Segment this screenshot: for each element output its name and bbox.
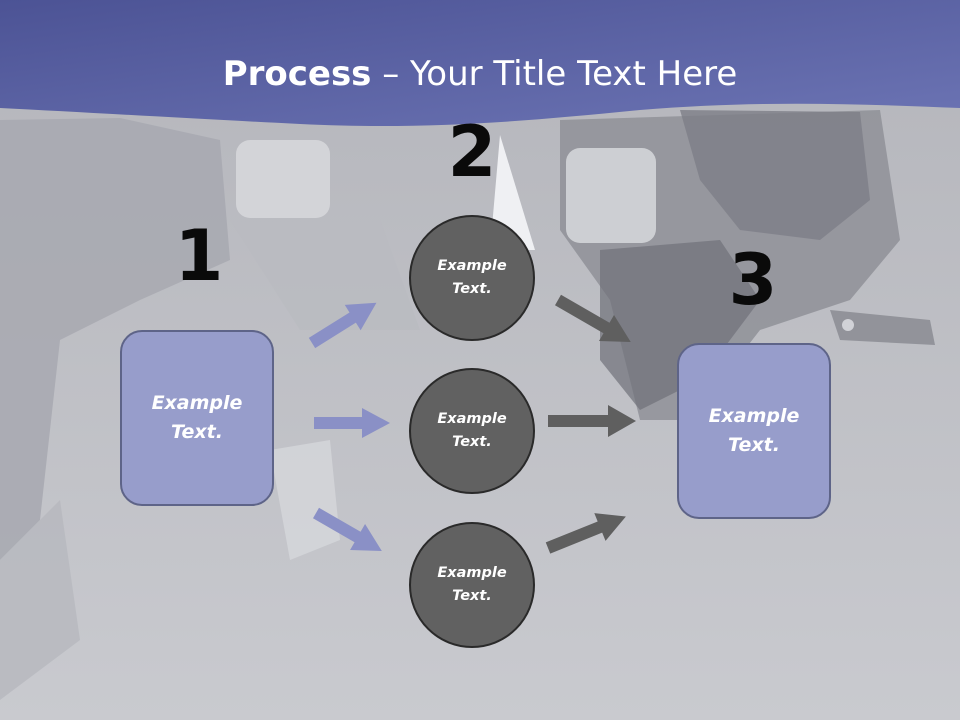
circle-top-label: Example Text.: [437, 258, 507, 297]
step-box-1-label: Example Text.: [151, 392, 243, 443]
title-rest-text: – Your Title Text Here: [371, 54, 738, 94]
circle-top: Example Text.: [409, 215, 535, 341]
circle-middle: Example Text.: [409, 368, 535, 494]
arrow-up-right-icon: [545, 513, 626, 554]
step-box-1: Example Text.: [120, 330, 274, 506]
arrow-down-right-icon: [313, 507, 382, 551]
step-number-1: 1: [174, 215, 224, 297]
arrow-right-icon: [314, 408, 390, 438]
step-number-2: 2: [447, 111, 497, 193]
step-box-3: Example Text.: [677, 343, 831, 519]
slide-title: Process – Your Title Text Here: [0, 52, 960, 96]
circle-bottom: Example Text.: [409, 522, 535, 648]
arrow-down-right-icon: [555, 294, 631, 342]
arrow-right-icon: [548, 405, 636, 437]
step-number-3: 3: [728, 239, 778, 321]
title-bold-text: Process: [222, 54, 372, 94]
step-box-3-label: Example Text.: [708, 405, 800, 456]
arrow-up-right-icon: [308, 302, 377, 349]
circle-middle-label: Example Text.: [437, 411, 507, 450]
circle-bottom-label: Example Text.: [437, 565, 507, 604]
